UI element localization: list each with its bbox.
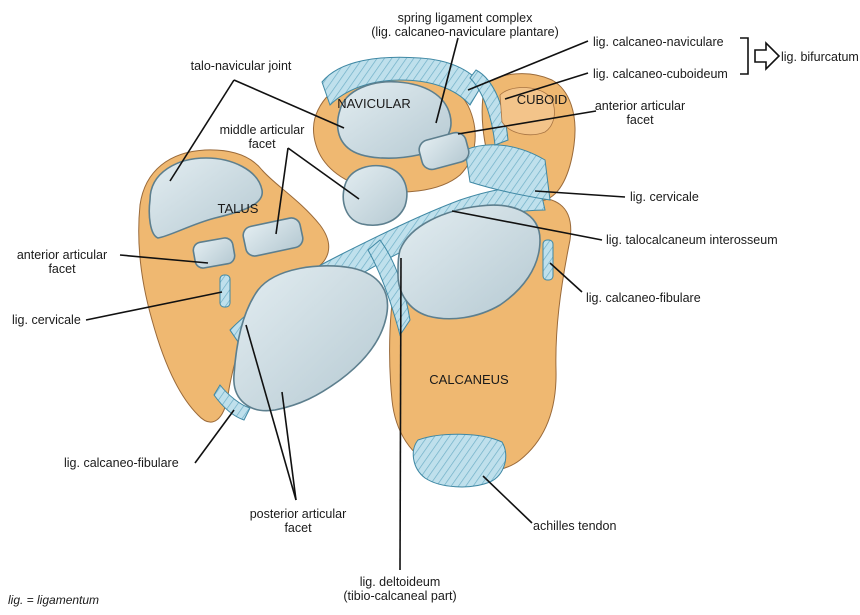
spring-ligament-label-line2: (lig. calcaneo-naviculare plantare) [371,25,559,39]
cervicale-left-label: lig. cervicale [12,313,81,327]
middle-facet-label-line2: facet [248,137,276,151]
bifurcatum-arrow-icon [755,43,779,69]
calcaneofibular-ligament-right [543,240,553,280]
talus-label: TALUS [218,201,259,216]
anterior-facet-left-label-line1: anterior articular [17,248,107,262]
footnote: lig. = ligamentum [8,593,99,607]
anterior-facet-right-label-line1: anterior articular [595,99,685,113]
calcaneo-naviculare-label: lig. calcaneo-naviculare [593,35,724,49]
calcaneo-fibulare-left-label: lig. calcaneo-fibulare [64,456,179,470]
deltoideum-label-line1: lig. deltoideum [360,575,441,589]
posterior-facet-label-line2: facet [284,521,312,535]
achilles-tendon-insertion [413,434,506,487]
calcaneus-label: CALCANEUS [429,372,509,387]
talo-navicular-joint-label: talo-navicular joint [191,59,292,73]
navicular-label: NAVICULAR [337,96,410,111]
talocalcaneum-label: lig. talocalcaneum interosseum [606,233,778,247]
achilles-tendon-label: achilles tendon [533,519,616,533]
middle-facet-label-line1: middle articular [220,123,305,137]
leader-achilles [483,476,532,523]
bifurcatum-bracket [740,38,748,74]
spring-ligament-label-line1: spring ligament complex [398,11,534,25]
leader-posterior-facet-1 [282,392,296,500]
calcaneo-cuboideum-label: lig. calcaneo-cuboideum [593,67,728,81]
cuboid-label: CUBOID [517,92,568,107]
posterior-facet-label-line1: posterior articular [250,507,347,521]
anterior-facet-left-label-line2: facet [48,262,76,276]
anterior-facet-right-label-line2: facet [626,113,654,127]
cervicale-right-label: lig. cervicale [630,190,699,204]
cervical-ligament-left [220,275,230,307]
bifurcatum-label: lig. bifurcatum [781,50,859,64]
leader-deltoideum [400,258,401,570]
deltoideum-label-line2: (tibio-calcaneal part) [343,589,456,603]
calcaneo-fibulare-right-label: lig. calcaneo-fibulare [586,291,701,305]
